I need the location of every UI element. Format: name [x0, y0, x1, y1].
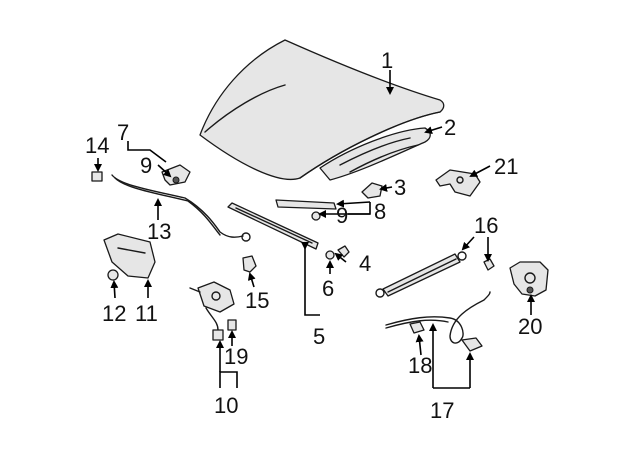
release-handle	[189, 281, 237, 341]
hood-prop-rod	[111, 174, 251, 242]
prop-rod-clip	[91, 171, 103, 182]
callout-labels: 1 2 3 4 5 6 7 8 9 9 10 11 12 13 14 15 16…	[85, 48, 542, 423]
release-cable	[385, 291, 491, 352]
callout-20: 20	[518, 314, 542, 339]
callout-21: 21	[494, 154, 518, 179]
callout-18: 18	[408, 353, 432, 378]
callout-9b: 9	[336, 203, 348, 228]
callout-6: 6	[322, 276, 334, 301]
callout-16: 16	[474, 213, 498, 238]
callout-5: 5	[313, 324, 325, 349]
latch-shield	[103, 233, 156, 279]
callout-1: 1	[381, 48, 393, 73]
hood-hinge-bracket	[435, 169, 481, 197]
hood-hinge	[161, 164, 191, 186]
callout-11: 11	[135, 301, 158, 326]
callout-12: 12	[102, 301, 126, 326]
callout-14: 14	[85, 133, 109, 158]
hood-bumper	[361, 182, 383, 199]
callout-19: 19	[224, 344, 248, 369]
callout-8: 8	[374, 199, 386, 224]
hood-panel	[199, 39, 445, 180]
seal-clip	[311, 211, 321, 221]
hood-latch	[509, 261, 549, 297]
hood-seal-strip	[275, 199, 337, 210]
leader-lines	[94, 70, 535, 389]
front-seal	[227, 202, 319, 250]
callout-17: 17	[430, 398, 454, 423]
cushion	[325, 245, 350, 260]
callout-10: 10	[214, 393, 238, 418]
hood-inner-panel	[319, 127, 431, 181]
callout-2: 2	[444, 115, 456, 140]
callout-7: 7	[117, 120, 129, 145]
hood-support-strut	[375, 251, 495, 298]
callout-9a: 9	[140, 153, 152, 178]
callout-4: 4	[359, 251, 371, 276]
callout-3: 3	[394, 175, 406, 200]
connector	[242, 255, 257, 273]
callout-15: 15	[245, 288, 269, 313]
callout-13: 13	[147, 219, 171, 244]
clip	[107, 269, 119, 281]
